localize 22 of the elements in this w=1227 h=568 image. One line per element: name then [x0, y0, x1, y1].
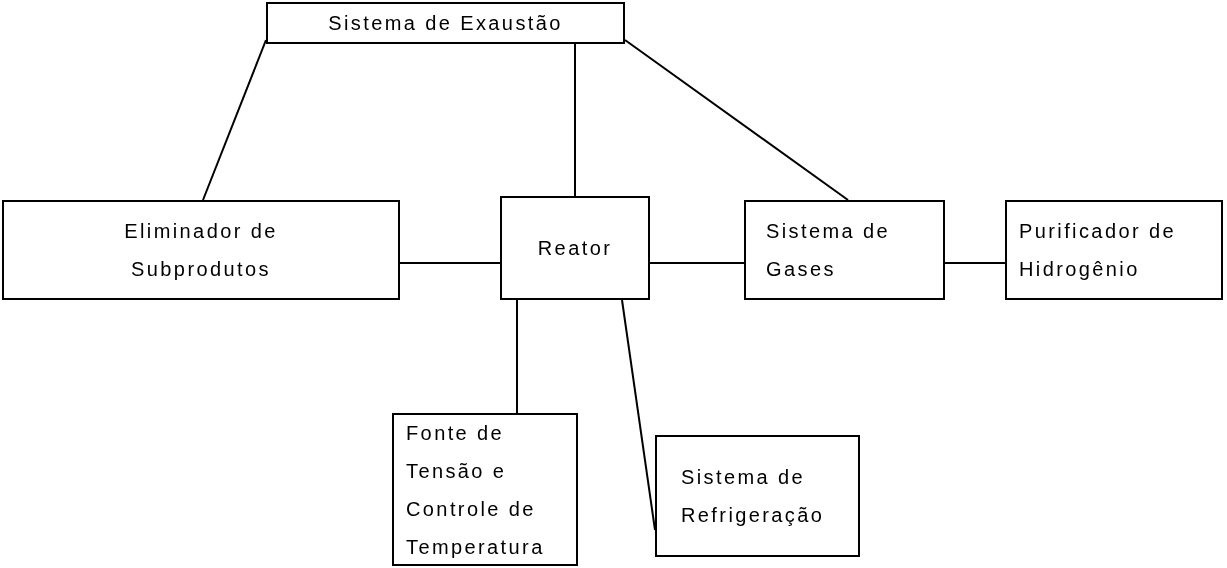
connector-line	[624, 39, 849, 201]
box-label: Fonte de Tensão e Controle de Temperatura	[406, 420, 546, 560]
connector-line	[649, 262, 745, 264]
process-box	[744, 200, 945, 300]
connector-line	[516, 299, 518, 414]
connector-line	[944, 262, 1006, 264]
process-box	[392, 413, 578, 566]
process-box	[2, 200, 400, 300]
box-label: Eliminador de Subprodutos	[123, 219, 279, 282]
process-box	[1005, 200, 1223, 300]
process-box	[655, 435, 860, 557]
process-box	[266, 2, 625, 44]
box-label: Sistema de Gases	[766, 219, 892, 282]
connector-line	[621, 299, 656, 531]
connector-line	[202, 39, 267, 201]
process-box	[500, 196, 650, 300]
box-label: Sistema de Exaustão	[328, 11, 563, 36]
box-label: Sistema de Refrigeração	[681, 465, 826, 528]
connector-line	[399, 262, 501, 264]
connector-line	[574, 43, 576, 197]
box-label: Reator	[537, 236, 613, 261]
box-label: Purificador de Hidrogênio	[1019, 219, 1177, 282]
